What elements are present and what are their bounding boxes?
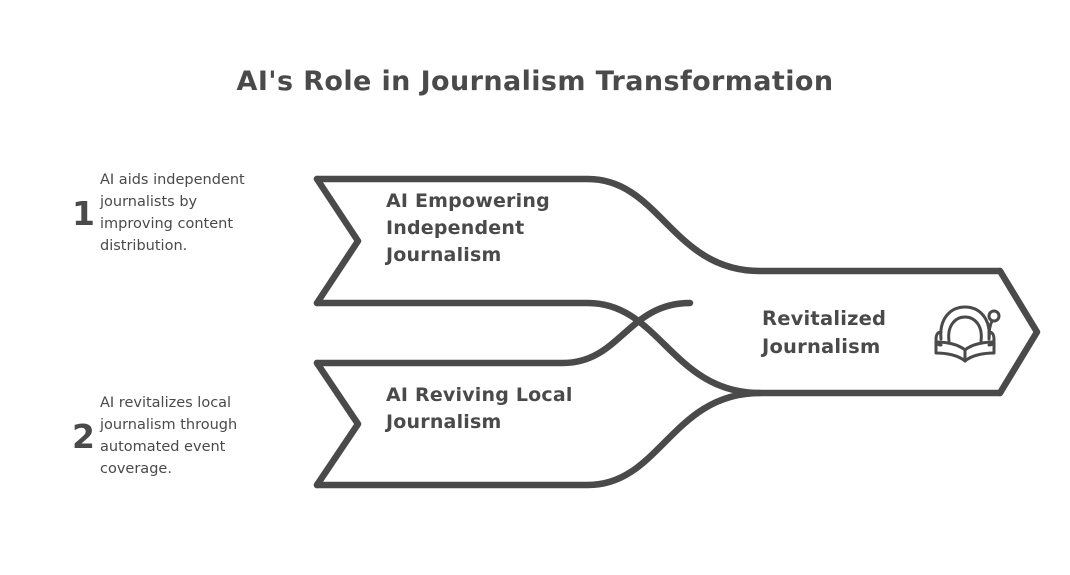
page-title: AI's Role in Journalism Transformation (236, 66, 834, 97)
step-2-description: AI revitalizes local journalism through … (100, 395, 238, 478)
ribbon-2-top-edge (313, 299, 694, 367)
step-1-description-block: 1 AI aids independent journalists by imp… (72, 169, 302, 257)
ribbon-1-left-notch (313, 175, 362, 307)
outcome-label: Revitalized Journalism (762, 307, 887, 358)
outcome-arrow-head (996, 267, 1041, 397)
step-2-number: 2 (72, 416, 95, 456)
stage-2-label: AI Reviving Local Journalism (386, 384, 573, 433)
ribbon-2-left-notch (313, 359, 362, 489)
step-1-number: 1 (72, 193, 95, 233)
open-book-with-headset-icon (928, 296, 1002, 370)
stage-1-label: AI Empowering Independent Journalism (386, 190, 550, 266)
step-1-description: AI aids independent journalists by impro… (100, 172, 245, 255)
step-2-description-block: 2 AI revitalizes local journalism throug… (72, 392, 304, 480)
